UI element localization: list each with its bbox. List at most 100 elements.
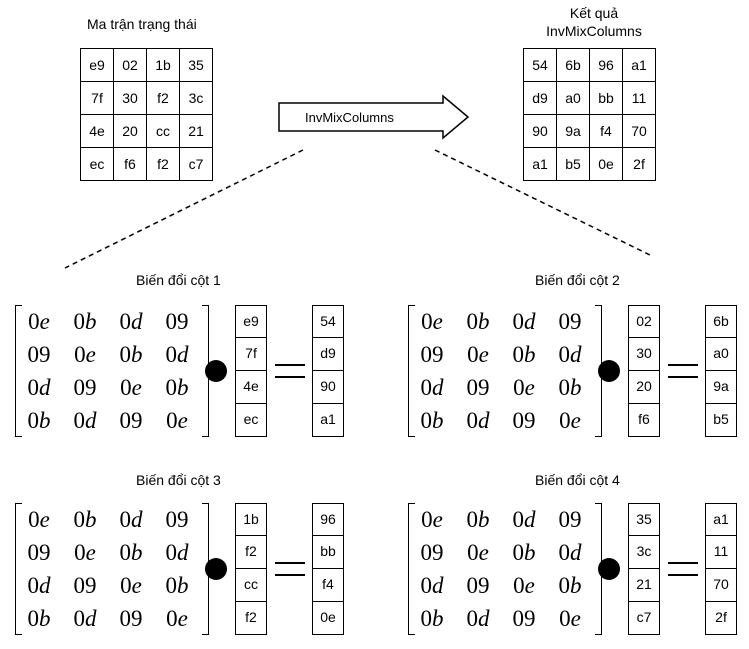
entry-letter: b: [524, 540, 536, 565]
entry-digit: 0: [120, 573, 132, 598]
entry-letter: e: [39, 507, 50, 532]
matrix-entry: 0e: [157, 602, 197, 635]
output-cell: 6b: [705, 305, 737, 338]
entry-digit: 0: [165, 540, 178, 565]
left-bracket: [15, 503, 22, 635]
input-cell: f6: [628, 404, 660, 437]
state-cell: 35: [179, 48, 213, 82]
output-cell: bb: [312, 536, 344, 569]
input-cell: c7: [628, 602, 660, 635]
matrix-entry: 0b: [157, 569, 197, 602]
input-cell: 20: [628, 371, 660, 404]
result-cell: a1: [523, 147, 557, 181]
arrow-label: InvMixColumns: [305, 110, 394, 125]
result-cell: a0: [556, 81, 590, 115]
entry-letter: b: [177, 375, 189, 400]
entry-digit: 0: [27, 408, 40, 433]
entry-letter: d: [85, 408, 97, 433]
matrix-entry: 0d: [157, 536, 197, 569]
left-bracket: [408, 503, 415, 635]
entry-digit: 0: [166, 408, 178, 433]
state-cell: cc: [146, 114, 180, 148]
output-cell: 90: [312, 371, 344, 404]
matrix-entry: 0e: [550, 602, 590, 635]
entry-digit: 0: [558, 573, 571, 598]
output-cell: 11: [705, 536, 737, 569]
matrix-entry: 0b: [458, 305, 498, 338]
entry-digit: 0: [27, 573, 40, 598]
entry-letter: d: [524, 309, 536, 334]
input-cell: cc: [235, 569, 267, 602]
matrix-entry: 0b: [412, 602, 452, 635]
matrix-entry: 0e: [111, 371, 151, 404]
matrix-entry: 0e: [550, 404, 590, 437]
entry-letter: e: [85, 540, 96, 565]
entry-digit: 0: [466, 606, 479, 631]
result-title-line1: Kết quả: [569, 5, 619, 21]
entry-digit: 0: [119, 507, 132, 532]
matrix-entry: 0e: [504, 569, 544, 602]
output-cell: 96: [312, 503, 344, 536]
output-cell: 54: [312, 305, 344, 338]
entry-digit: 0: [28, 507, 40, 532]
entry-digit: 0: [74, 342, 86, 367]
equals-sign: [668, 364, 698, 378]
entry-digit: 0: [119, 309, 132, 334]
state-cell: 02: [113, 48, 147, 82]
step-title: Biến đổi cột 4: [535, 472, 620, 488]
step-title: Biến đổi cột 2: [535, 272, 620, 288]
matrix-entry: 0b: [157, 371, 197, 404]
entry-letter: d: [478, 606, 490, 631]
matrix-entry: 09: [73, 573, 97, 598]
entry-letter: b: [131, 540, 143, 565]
state-cell: 1b: [146, 48, 180, 82]
matrix-entry: 0b: [504, 338, 544, 371]
entry-digit: 0: [466, 507, 479, 532]
matrix-entry: 0e: [412, 305, 452, 338]
matrix-entry: 0b: [504, 536, 544, 569]
entry-letter: d: [131, 309, 143, 334]
matrix-entry: 0b: [111, 536, 151, 569]
matrix-entry: 09: [466, 375, 490, 400]
entry-letter: e: [177, 606, 188, 631]
entry-digit: 0: [559, 408, 571, 433]
entry-digit: 0: [28, 309, 40, 334]
entry-digit: 0: [513, 375, 525, 400]
entry-letter: b: [478, 309, 490, 334]
entry-digit: 0: [467, 540, 479, 565]
matrix-entry: 0e: [458, 536, 498, 569]
matrix-entry: 09: [165, 507, 189, 532]
matrix-entry: 0e: [65, 338, 105, 371]
matrix-entry: 09: [512, 408, 536, 433]
matrix-entry: 0d: [550, 536, 590, 569]
matrix-entry: 0e: [412, 503, 452, 536]
result-cell: 90: [523, 114, 557, 148]
output-cell: 0e: [312, 602, 344, 635]
input-cell: f2: [235, 602, 267, 635]
entry-letter: e: [131, 375, 142, 400]
entry-letter: e: [432, 507, 443, 532]
equals-sign: [275, 364, 305, 378]
result-cell: 2f: [622, 147, 656, 181]
matrix-entry: 0d: [111, 503, 151, 536]
entry-digit: 0: [512, 540, 525, 565]
output-cell: 9a: [705, 371, 737, 404]
matrix-entry: 0e: [19, 503, 59, 536]
